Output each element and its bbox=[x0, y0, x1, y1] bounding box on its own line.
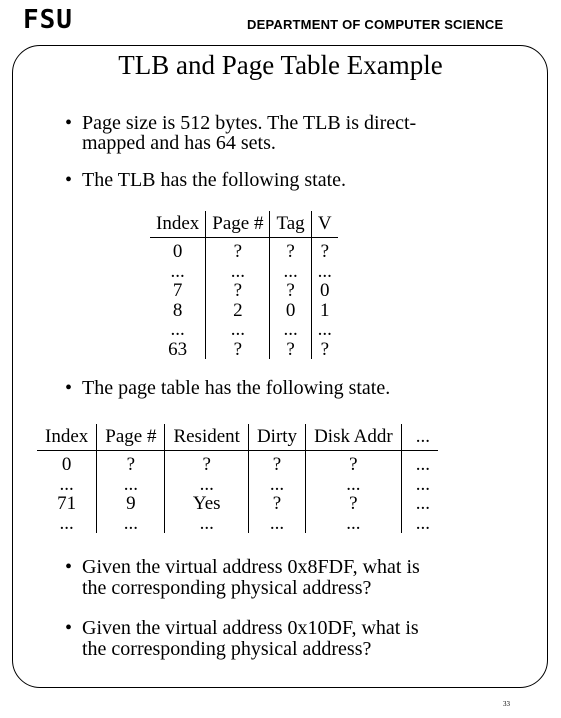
tlb-col-index: Index bbox=[150, 211, 207, 238]
table-cell: ... bbox=[415, 473, 430, 495]
table-cell: ... bbox=[248, 474, 307, 494]
slide-frame bbox=[12, 45, 548, 688]
bullet-marker: • bbox=[65, 169, 73, 191]
table-cell: ... bbox=[248, 513, 307, 533]
table-cell: ? bbox=[96, 450, 166, 475]
table-cell: ? bbox=[205, 281, 271, 301]
bullet-text-line: the corresponding physical address? bbox=[82, 577, 372, 599]
table-row: 8 2 0 1 bbox=[150, 299, 338, 321]
table-cell: 1 bbox=[320, 299, 330, 321]
table-row: 0 ? ? ? bbox=[150, 237, 338, 262]
tlb-table: Index Page # Tag V 0 ? ? ? ... ... ... .… bbox=[150, 211, 338, 359]
table-cell: ... bbox=[205, 320, 271, 340]
table-row: ... ... ... ... bbox=[150, 260, 338, 282]
page-number: 33 bbox=[503, 700, 510, 708]
pt-col-more: ... bbox=[401, 424, 438, 451]
bullet-text-line: The page table has the following state. bbox=[82, 377, 391, 399]
department-header: DEPARTMENT OF COMPUTER SCIENCE bbox=[247, 17, 504, 32]
pt-col-index: Index bbox=[37, 424, 98, 451]
table-cell: ... bbox=[317, 319, 332, 340]
table-row: 0 ? ? ? ? ... bbox=[37, 450, 438, 475]
tlb-header-row: Index Page # Tag V bbox=[150, 211, 338, 238]
table-row: ... ... ... ... ... ... bbox=[37, 473, 438, 495]
table-cell: ... bbox=[150, 320, 207, 340]
table-row: 63 ? ? ? bbox=[150, 338, 338, 360]
table-cell: ... bbox=[269, 320, 312, 340]
table-cell: ? bbox=[164, 450, 249, 475]
table-cell: ? bbox=[269, 281, 312, 301]
table-cell: ... bbox=[37, 474, 98, 494]
table-cell: ... bbox=[37, 513, 98, 533]
bullet-text-line: The TLB has the following state. bbox=[82, 169, 347, 191]
fsu-logo: FSU bbox=[23, 5, 73, 35]
table-cell: ? bbox=[248, 494, 307, 514]
table-cell: ... bbox=[205, 261, 271, 281]
table-cell: 0 bbox=[269, 300, 312, 320]
bullet-text-line: Given the virtual address 0x10DF, what i… bbox=[82, 617, 419, 639]
page-table: Index Page # Resident Dirty Disk Addr ..… bbox=[37, 424, 438, 533]
table-cell: ... bbox=[269, 261, 312, 281]
table-cell: 63 bbox=[150, 339, 207, 359]
table-cell: 9 bbox=[96, 494, 166, 514]
bullet-marker: • bbox=[65, 556, 73, 578]
tlb-col-valid: V bbox=[311, 211, 338, 238]
table-cell: ... bbox=[164, 474, 249, 494]
table-cell: ? bbox=[320, 241, 330, 262]
table-cell: ... bbox=[164, 513, 249, 533]
table-cell: ? bbox=[320, 338, 330, 360]
table-row: ... ... ... ... ... ... bbox=[37, 512, 438, 534]
tlb-col-page: Page # bbox=[205, 211, 271, 238]
table-cell: ... bbox=[415, 512, 430, 534]
table-cell: 0 bbox=[37, 450, 98, 475]
table-cell: 0 bbox=[320, 280, 330, 301]
table-cell: ? bbox=[269, 339, 312, 359]
table-cell: ? bbox=[205, 237, 271, 262]
bullet-text-line: the corresponding physical address? bbox=[82, 638, 372, 660]
bullet-text-line: Given the virtual address 0x8FDF, what i… bbox=[82, 556, 420, 578]
table-cell: ... bbox=[305, 474, 402, 494]
table-cell: ... bbox=[96, 513, 166, 533]
table-cell: 7 bbox=[150, 281, 207, 301]
pt-col-page: Page # bbox=[96, 424, 166, 451]
table-cell: ... bbox=[96, 474, 166, 494]
table-cell: Yes bbox=[164, 494, 249, 514]
bullet-text-line: Page size is 512 bytes. The TLB is direc… bbox=[82, 112, 417, 134]
table-cell: 2 bbox=[205, 300, 271, 320]
table-cell: 71 bbox=[37, 494, 98, 514]
table-cell: ? bbox=[205, 339, 271, 359]
pt-col-disk-addr: Disk Addr bbox=[305, 424, 402, 451]
page-table-header-row: Index Page # Resident Dirty Disk Addr ..… bbox=[37, 424, 438, 451]
table-cell: ... bbox=[150, 261, 207, 281]
bullet-text-line: mapped and has 64 sets. bbox=[82, 132, 276, 154]
slide-title: TLB and Page Table Example bbox=[118, 50, 443, 80]
table-row: ... ... ... ... bbox=[150, 320, 338, 340]
table-cell: ... bbox=[415, 454, 430, 475]
table-cell: ? bbox=[248, 450, 307, 475]
pt-col-dirty: Dirty bbox=[248, 424, 307, 451]
bullet-marker: • bbox=[65, 112, 73, 134]
table-cell: ... bbox=[305, 513, 402, 533]
table-cell: 0 bbox=[150, 237, 207, 262]
table-cell: ... bbox=[415, 493, 430, 514]
table-row: 71 9 Yes ? ? ... bbox=[37, 494, 438, 514]
tlb-col-tag: Tag bbox=[269, 211, 312, 238]
bullet-marker: • bbox=[65, 377, 73, 399]
table-cell: ... bbox=[317, 260, 332, 282]
pt-col-resident: Resident bbox=[164, 424, 249, 451]
bullet-marker: • bbox=[65, 617, 73, 639]
table-cell: ? bbox=[305, 494, 402, 514]
table-cell: 8 bbox=[150, 300, 207, 320]
table-cell: ? bbox=[305, 450, 402, 475]
table-row: 7 ? ? 0 bbox=[150, 281, 338, 301]
table-cell: ? bbox=[269, 237, 312, 262]
